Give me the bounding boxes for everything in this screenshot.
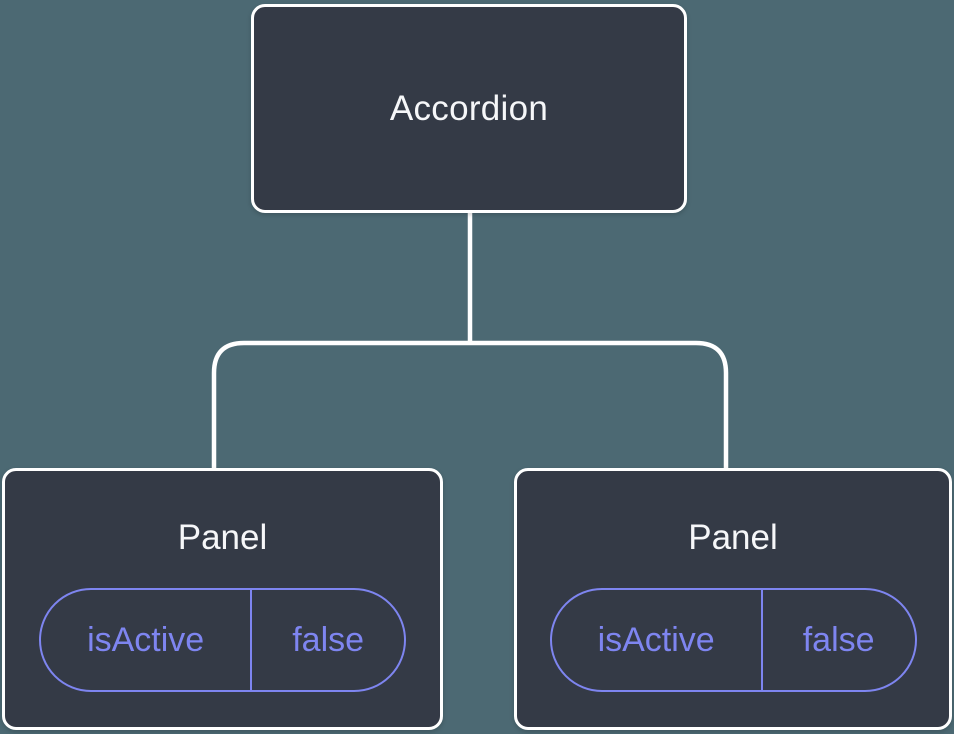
state-badge: isActive false: [39, 588, 406, 692]
state-value: false: [292, 620, 365, 659]
panel-node-label: Panel: [177, 518, 268, 557]
tree-node-panel-left: Panel isActive false: [2, 468, 443, 730]
tree-node-accordion: Accordion: [251, 4, 687, 213]
state-key: isActive: [41, 590, 253, 690]
state-key: isActive: [552, 590, 763, 690]
accordion-node-label: Accordion: [389, 88, 549, 128]
state-badge: isActive false: [549, 588, 917, 692]
tree-node-panel-right: Panel isActive false: [514, 468, 952, 730]
state-value: false: [802, 620, 875, 659]
panel-node-label: Panel: [688, 518, 778, 557]
connector-bracket: [211, 340, 729, 470]
